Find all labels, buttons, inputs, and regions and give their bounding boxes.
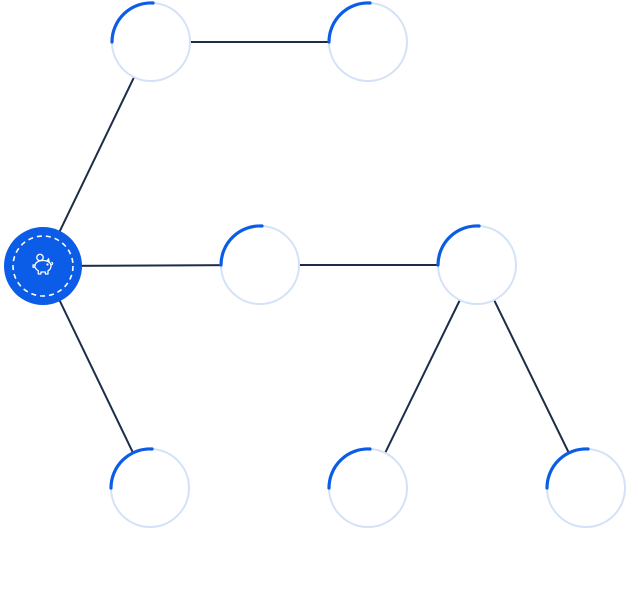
- node-progress-arc: [545, 447, 590, 490]
- node-progress-arc: [110, 1, 155, 44]
- node-middle[interactable]: [219, 224, 300, 305]
- node-progress-arc: [219, 224, 264, 267]
- edge-root-to-node-bottom-left: [42, 265, 151, 489]
- node-middle-right[interactable]: [436, 224, 517, 305]
- nodes-layer: [4, 1, 626, 528]
- edge-node-middle-right-to-node-bottom-right: [476, 264, 587, 489]
- edge-root-to-node-top-left: [42, 41, 152, 267]
- node-top-right[interactable]: [327, 1, 408, 82]
- root[interactable]: [4, 227, 82, 305]
- node-progress-arc: [109, 447, 154, 490]
- node-bottom-right[interactable]: [545, 447, 626, 528]
- edge-node-middle-right-to-node-bottom-middle: [367, 264, 478, 489]
- piggy-bank-icon: [32, 253, 54, 275]
- node-progress-arc: [327, 447, 372, 490]
- node-top-left[interactable]: [110, 1, 191, 82]
- active-node-dashed-ring: [12, 235, 74, 297]
- node-progress-arc: [436, 224, 481, 267]
- active-node-disc: [4, 227, 82, 305]
- node-progress-arc: [327, 1, 372, 44]
- node-bottom-left[interactable]: [109, 447, 190, 528]
- node-bottom-middle[interactable]: [327, 447, 408, 528]
